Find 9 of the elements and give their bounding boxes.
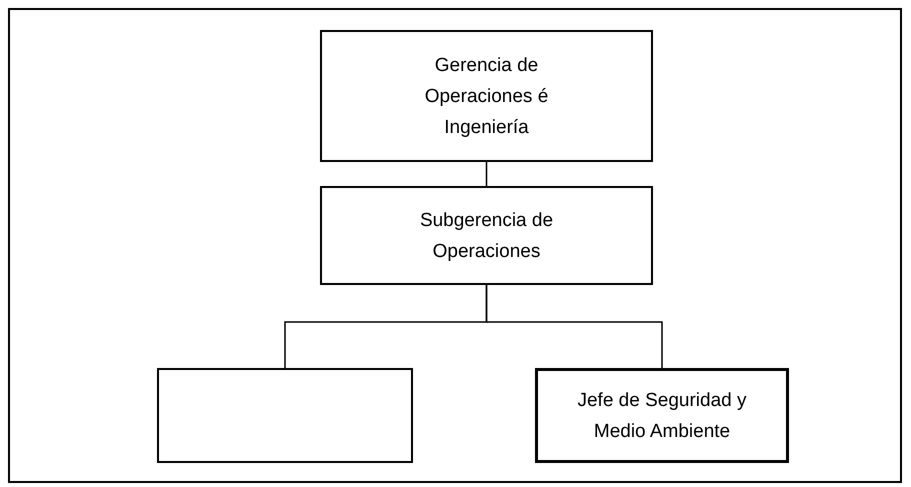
- box-label: Gerencia de Operaciones é Ingeniería: [424, 54, 550, 140]
- connector-line: [486, 285, 663, 368]
- org-box: [320, 30, 653, 162]
- box-label: Jefe de Seguridad y Medio Ambiente: [576, 388, 748, 444]
- box-label: Subgerencia de Operaciones: [418, 208, 554, 264]
- org-box: [535, 368, 789, 463]
- org-box: [320, 186, 653, 285]
- empty-box: [157, 368, 413, 463]
- connector-line: [486, 162, 488, 186]
